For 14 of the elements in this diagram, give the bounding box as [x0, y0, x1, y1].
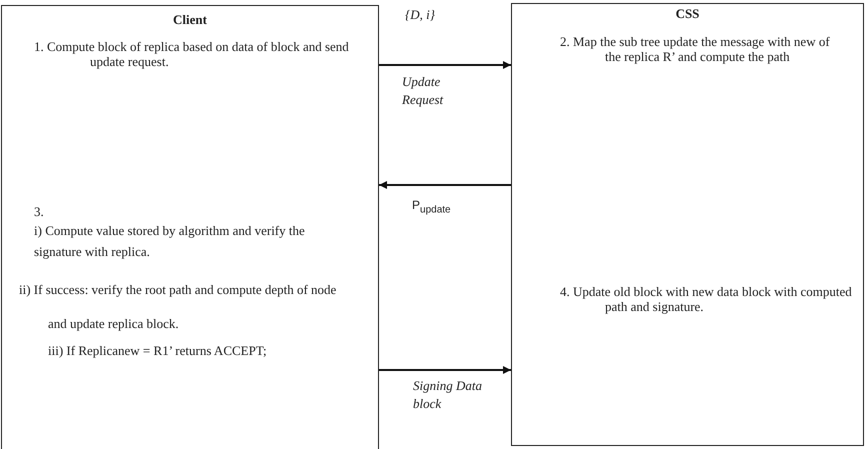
box-heading: CSS [674, 6, 700, 21]
step-text: i) Compute value stored by algorithm and verify the signature with replica. [34, 222, 306, 261]
arrow [379, 366, 511, 374]
arrow [379, 61, 511, 69]
step-text: ii) If success: verify the root path and compute depth of node and update replica block. [19, 281, 338, 333]
step-text: 3. [34, 204, 45, 219]
step-text: iii) If Replicanew = R1’ returns ACCEPT; [48, 343, 268, 358]
box-heading: Client [172, 12, 208, 27]
client-box [1, 5, 379, 449]
arrow [379, 181, 511, 189]
step-text: 4. Update old block with new data block with computed path and signature. [560, 284, 853, 314]
step-text: 2. Map the sub tree update the message with new of the replica R’ and compute the path [560, 34, 830, 64]
server-box [511, 3, 864, 446]
step-text: 1. Compute block of replica based on data of block and send update request. [34, 39, 350, 69]
